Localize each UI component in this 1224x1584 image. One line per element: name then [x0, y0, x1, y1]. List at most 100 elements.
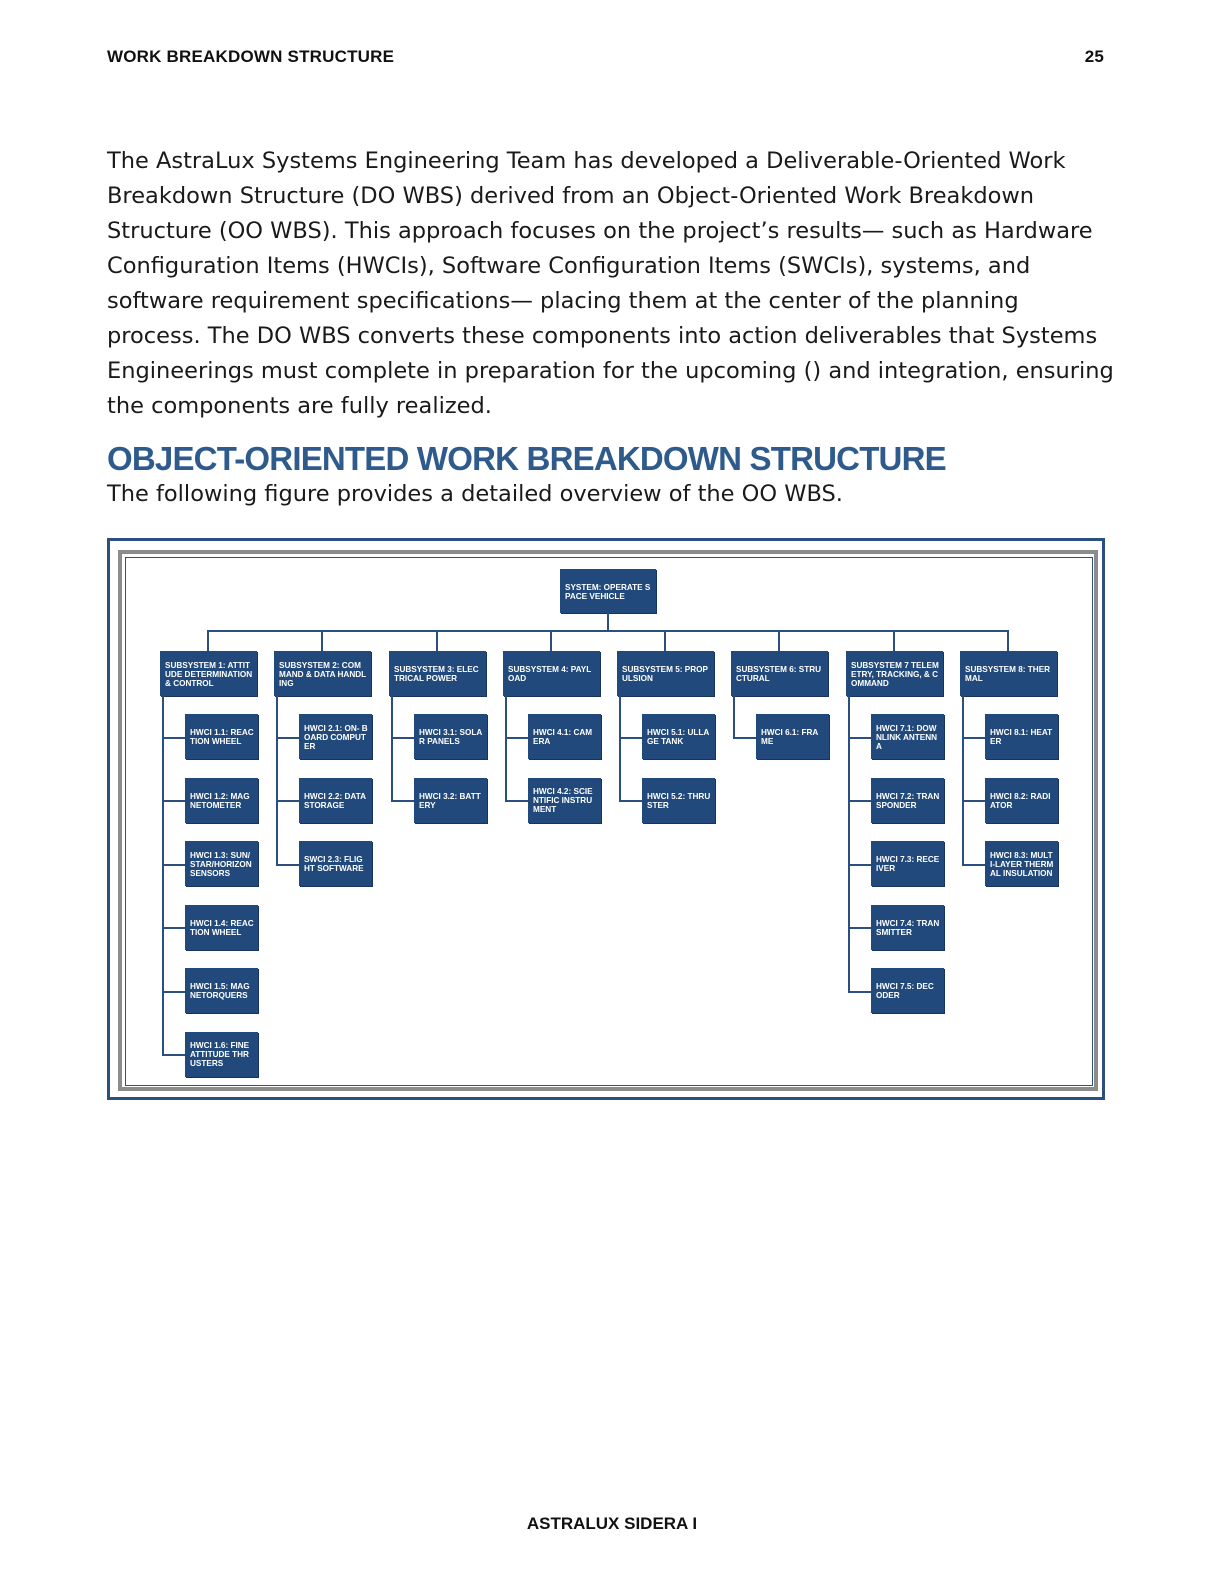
wbs-subsystem-connector — [550, 630, 552, 651]
wbs-child-connector — [733, 736, 756, 739]
wbs-root-node: SYSTEM: OPERATE SPACE VEHICLE — [560, 569, 656, 613]
wbs-item-1-1-label: HWCI 1.1: REACTION WHEEL — [190, 728, 254, 746]
wbs-child-connector — [162, 1054, 185, 1056]
wbs-subsystem-5: SUBSYSTEM 5: PROPULSION — [617, 651, 714, 696]
wbs-item-3-2-label: HWCI 3.2: BATTERY — [419, 791, 481, 810]
wbs-child-connector — [848, 927, 871, 929]
wbs-item-7-3: HWCI 7.3: RECEIVER — [871, 841, 944, 886]
wbs-item-1-6-label: HWCI 1.6: FINE ATTITUDE THRUSTERS — [190, 1041, 250, 1068]
wbs-figure: SYSTEM: OPERATE SPACE VEHICLE SUBSYSTEM 1… — [107, 538, 1105, 1100]
wbs-subsystem-3: SUBSYSTEM 3: ELECTRICAL POWER — [389, 651, 486, 696]
wbs-item-4-1: HWCI 4.1: CAMERA — [528, 714, 601, 759]
wbs-child-connector — [162, 800, 185, 802]
wbs-item-8-1-label: HWCI 8.1: HEATER — [990, 728, 1053, 746]
running-header: WORK BREAKDOWN STRUCTURE — [107, 47, 395, 66]
wbs-item-4-2-label: HWCI 4.2: SCIENTIFIC INSTRUMENT — [533, 787, 593, 814]
wbs-child-spine — [391, 696, 393, 801]
wbs-item-3-1-label: HWCI 3.1: SOLAR PANELS — [419, 728, 483, 746]
wbs-child-connector — [848, 990, 871, 993]
wbs-item-7-1: HWCI 7.1: DOWNLINK ANTENNA — [871, 714, 944, 759]
wbs-child-spine — [962, 696, 964, 865]
wbs-item-7-3-label: HWCI 7.3: RECEIVER — [876, 855, 940, 873]
wbs-item-5-1: HWCI 5.1: ULLAGE TANK — [642, 714, 715, 759]
wbs-subsystem-2-label: SUBSYSTEM 2: COMMAND & DATA HANDLING — [279, 660, 367, 688]
wbs-item-2-2: HWCI 2.2: DATA STORAGE — [299, 777, 372, 823]
wbs-child-connector — [962, 736, 985, 739]
section-subtitle: The following figure provides a detailed… — [107, 481, 843, 507]
wbs-item-7-5-label: HWCI 7.5: DECODER — [876, 982, 934, 1000]
wbs-item-6-1-label: HWCI 6.1: FRAME — [761, 728, 819, 746]
wbs-child-connector — [619, 800, 642, 802]
wbs-item-1-2-label: HWCI 1.2: MAGNETOMETER — [190, 791, 250, 810]
wbs-diagram: SYSTEM: OPERATE SPACE VEHICLE SUBSYSTEM 1… — [125, 557, 1093, 1086]
wbs-subsystem-6-label: SUBSYSTEM 6: STRUCTURAL — [736, 665, 822, 683]
wbs-child-connector — [619, 736, 642, 739]
wbs-item-8-1: HWCI 8.1: HEATER — [985, 714, 1058, 759]
wbs-subsystem-8: SUBSYSTEM 8: THERMAL — [960, 651, 1057, 696]
wbs-subsystem-connector — [321, 630, 323, 651]
wbs-child-connector — [848, 736, 871, 739]
wbs-subsystem-7: SUBSYSTEM 7 TELEMETRY, TRACKING, & COMMA… — [846, 651, 943, 696]
wbs-item-6-1: HWCI 6.1: FRAME — [756, 714, 829, 759]
wbs-subsystem-connector — [207, 630, 209, 651]
wbs-item-1-1: HWCI 1.1: REACTION WHEEL — [185, 714, 258, 759]
wbs-child-connector — [962, 863, 985, 866]
wbs-child-connector — [391, 736, 414, 739]
wbs-item-5-2-label: HWCI 5.2: THRUSTER — [647, 791, 711, 810]
wbs-subsystem-1-label: SUBSYSTEM 1: ATTITUDE DETERMINATION & CO… — [165, 660, 253, 688]
wbs-item-7-4-label: HWCI 7.4: TRANSMITTER — [876, 918, 940, 937]
wbs-child-spine — [848, 696, 850, 992]
wbs-subsystem-1: SUBSYSTEM 1: ATTITUDE DETERMINATION & CO… — [160, 651, 257, 696]
wbs-child-spine — [619, 696, 621, 801]
wbs-child-connector — [162, 736, 185, 739]
wbs-item-5-1-label: HWCI 5.1: ULLAGE TANK — [647, 728, 710, 746]
wbs-root-connector — [607, 613, 609, 631]
wbs-child-connector — [162, 863, 185, 866]
wbs-subsystem-3-label: SUBSYSTEM 3: ELECTRICAL POWER — [394, 665, 479, 683]
wbs-item-4-2: HWCI 4.2: SCIENTIFIC INSTRUMENT — [528, 777, 601, 823]
wbs-subsystem-7-label: SUBSYSTEM 7 TELEMETRY, TRACKING, & COMMA… — [851, 660, 939, 688]
wbs-item-8-2-label: HWCI 8.2: RADIATOR — [990, 791, 1051, 810]
wbs-item-2-3: SWCI 2.3: FLIGHT SOFTWARE — [299, 841, 372, 886]
wbs-subsystem-bus — [207, 630, 1009, 632]
wbs-child-spine — [505, 696, 507, 801]
wbs-item-2-1-label: HWCI 2.1: ON- BOARD COMPUTER — [304, 723, 368, 751]
wbs-item-1-6: HWCI 1.6: FINE ATTITUDE THRUSTERS — [185, 1031, 258, 1077]
wbs-child-connector — [962, 800, 985, 802]
wbs-child-connector — [848, 800, 871, 802]
wbs-item-3-2: HWCI 3.2: BATTERY — [414, 777, 487, 823]
section-title: OBJECT-ORIENTED WORK BREAKDOWN STRUCTURE — [107, 440, 947, 477]
wbs-child-spine — [733, 696, 735, 738]
wbs-subsystem-2: SUBSYSTEM 2: COMMAND & DATA HANDLING — [274, 651, 371, 696]
wbs-item-8-3-label: HWCI 8.3: MULTI-LAYER THERMAL INSULATION — [990, 850, 1054, 878]
wbs-item-5-2: HWCI 5.2: THRUSTER — [642, 777, 715, 823]
wbs-item-1-2: HWCI 1.2: MAGNETOMETER — [185, 777, 258, 823]
wbs-child-connector — [162, 990, 185, 993]
wbs-item-7-2-label: HWCI 7.2: TRANSPONDER — [876, 791, 940, 810]
wbs-subsystem-connector — [778, 630, 780, 651]
wbs-item-1-5-label: HWCI 1.5: MAGNETORQUERS — [190, 982, 250, 1000]
wbs-item-7-4: HWCI 7.4: TRANSMITTER — [871, 904, 944, 950]
wbs-item-8-3: HWCI 8.3: MULTI-LAYER THERMAL INSULATION — [985, 841, 1058, 886]
page-number: 25 — [1084, 47, 1104, 66]
wbs-subsystem-connector — [1007, 630, 1009, 651]
wbs-child-connector — [505, 800, 528, 802]
intro-paragraph: The AstraLux Systems Engineering Team ha… — [107, 148, 1114, 419]
wbs-subsystem-4: SUBSYSTEM 4: PAYLOAD — [503, 651, 600, 696]
wbs-child-connector — [276, 863, 299, 866]
wbs-subsystem-6: SUBSYSTEM 6: STRUCTURAL — [731, 651, 828, 696]
wbs-item-7-2: HWCI 7.2: TRANSPONDER — [871, 777, 944, 823]
wbs-child-connector — [505, 736, 528, 739]
wbs-item-8-2: HWCI 8.2: RADIATOR — [985, 777, 1058, 823]
wbs-child-connector — [276, 736, 299, 739]
wbs-child-connector — [162, 927, 185, 929]
wbs-item-2-3-label: SWCI 2.3: FLIGHT SOFTWARE — [304, 855, 364, 873]
page-footer: ASTRALUX SIDERA I — [526, 1514, 698, 1533]
wbs-subsystem-4-label: SUBSYSTEM 4: PAYLOAD — [508, 665, 592, 683]
wbs-child-connector — [848, 863, 871, 866]
wbs-item-1-4-label: HWCI 1.4: REACTION WHEEL — [190, 918, 254, 937]
wbs-item-2-2-label: HWCI 2.2: DATA STORAGE — [304, 791, 366, 810]
wbs-item-7-5: HWCI 7.5: DECODER — [871, 968, 944, 1013]
wbs-subsystem-connector — [664, 630, 666, 651]
wbs-item-7-1-label: HWCI 7.1: DOWNLINK ANTENNA — [876, 723, 938, 751]
